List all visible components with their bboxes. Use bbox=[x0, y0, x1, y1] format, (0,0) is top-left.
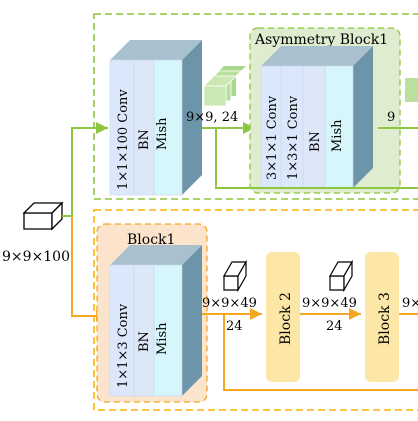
asym-conv-block bbox=[260, 46, 373, 189]
block2-output-shape-line2: 24 bbox=[326, 319, 343, 334]
top-right-partial-maps bbox=[405, 78, 418, 102]
feature-cube-1 bbox=[222, 259, 248, 293]
asym-conv-a-label: 3×1×1 Conv bbox=[265, 95, 280, 180]
block1-output-shape-line1: 9×9×49 bbox=[202, 296, 257, 311]
feature-cube-2 bbox=[328, 259, 354, 293]
input-to-bottom-arrow bbox=[71, 216, 108, 322]
input-cube bbox=[22, 201, 64, 231]
block1-output-shape-line2: 24 bbox=[226, 319, 243, 334]
top-right-partial-text: 9 bbox=[387, 110, 395, 125]
block1-conv-label: 1×1×3 Conv bbox=[116, 303, 131, 388]
block1-mish-label: Mish bbox=[155, 322, 170, 355]
block2-label: Block 2 bbox=[278, 292, 294, 345]
input-to-top-arrow bbox=[62, 122, 108, 217]
block1-bn-label: BN bbox=[137, 331, 152, 352]
asym-bn-label: BN bbox=[308, 131, 323, 152]
top-feature-maps bbox=[203, 66, 246, 107]
block1-title: Block1 bbox=[127, 232, 175, 248]
block2 bbox=[266, 252, 300, 382]
top-conv-label: 1×1×100 Conv bbox=[116, 89, 131, 190]
asym-conv-b-label: 1×3×1 Conv bbox=[286, 95, 301, 180]
top-shape-label: 9×9, 24 bbox=[186, 110, 238, 125]
top-skip-connection bbox=[215, 128, 418, 189]
top-bn-label: BN bbox=[137, 129, 152, 150]
top-branch-frame bbox=[93, 13, 418, 200]
asym-mish-label: Mish bbox=[330, 119, 345, 152]
top-conv-block bbox=[109, 40, 202, 196]
bottom-skip-connection bbox=[223, 314, 418, 391]
block1-conv-block bbox=[109, 245, 202, 397]
block3 bbox=[365, 252, 399, 382]
input-shape-label: 9×9×100 bbox=[2, 249, 70, 265]
top-mish-label: Mish bbox=[155, 117, 170, 150]
block3-label: Block 3 bbox=[377, 292, 393, 345]
block2-output-shape-line1: 9×9×49 bbox=[302, 296, 357, 311]
block3-output-shape-partial: 9× bbox=[402, 296, 418, 311]
bottom-branch-frame bbox=[93, 209, 418, 411]
asym-block-title: Asymmetry Block1 bbox=[254, 32, 388, 48]
